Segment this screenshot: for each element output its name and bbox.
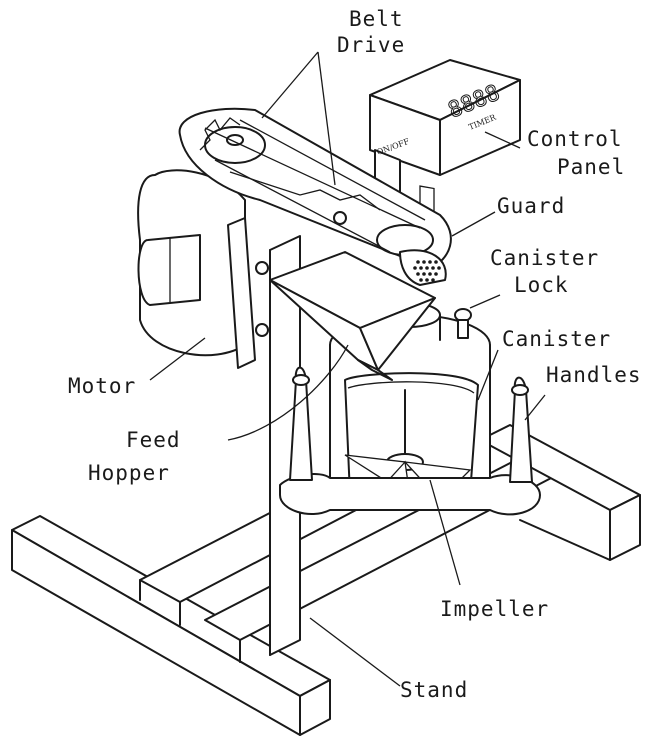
belt-drive [178,107,452,269]
canister [279,302,541,516]
guard-mesh [413,260,441,282]
pulley-bolt-icon [333,211,347,225]
label-belt: Belt [349,7,404,31]
label-drive: Drive [337,33,405,57]
bolt-icon [255,323,269,337]
labels: Belt Drive Control Panel Guard Canister … [68,7,642,702]
label-handles: Handles [546,363,642,387]
label-canister-handles-1: Canister [502,327,611,351]
leader-lines [149,51,546,687]
stand [11,235,641,736]
label-panel: Panel [557,155,625,179]
label-impeller: Impeller [440,597,549,621]
guard [399,249,447,286]
label-feed: Feed [126,428,181,452]
label-hopper: Hopper [88,461,170,485]
label-motor: Motor [68,374,136,398]
canister-handles [289,366,533,483]
feed-hopper [269,251,436,381]
motor [137,169,269,369]
label-lock: Lock [514,273,569,297]
bolt-icon [255,261,269,275]
label-control: Control [527,127,623,151]
label-stand: Stand [400,678,468,702]
label-canister-lock-1: Canister [490,246,599,270]
canister-lock [454,308,472,339]
label-guard: Guard [497,194,565,218]
control-panel: ON/OFF TIMER 8888 [369,59,521,231]
